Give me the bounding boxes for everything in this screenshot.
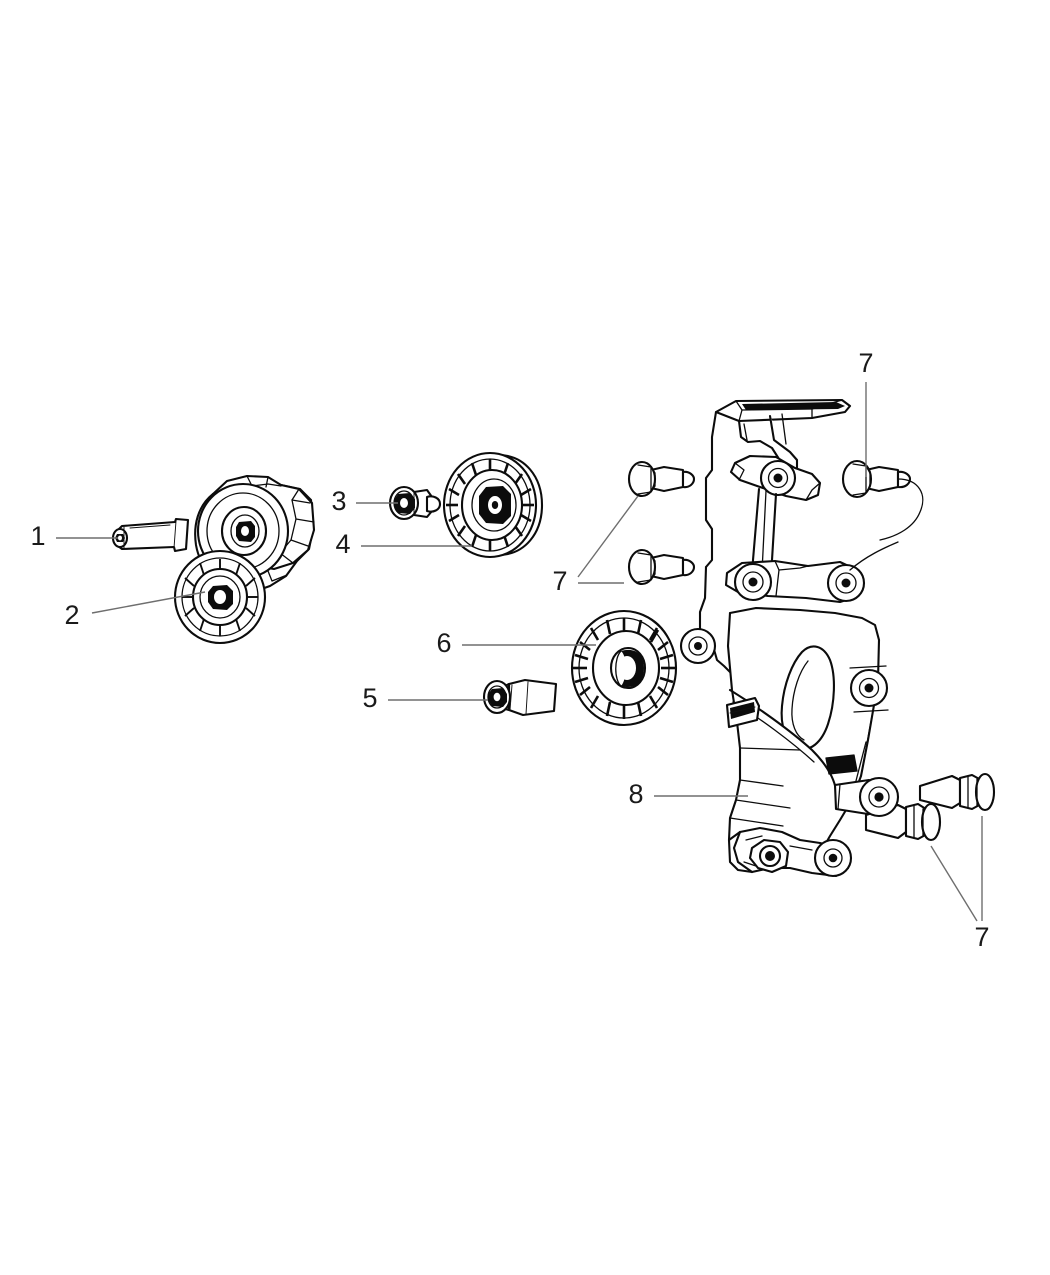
callout-7-upper: 7 <box>552 495 639 596</box>
callout-7-upper-number: 7 <box>552 566 567 596</box>
part-3-idler-bolt[interactable] <box>388 485 442 521</box>
part-6-idler-pulley-lower[interactable] <box>570 609 678 727</box>
callout-4: 4 <box>335 529 472 559</box>
part-1-tensioner-bolt[interactable] <box>111 517 190 553</box>
callout-1-number: 1 <box>30 521 45 551</box>
part-7-bolt-lower-a[interactable] <box>918 772 996 812</box>
part-4-idler-pulley[interactable] <box>442 451 544 559</box>
part-7-bolt-top[interactable] <box>841 459 912 499</box>
callout-7-top: 7 <box>858 348 874 477</box>
part-2-belt-tensioner[interactable] <box>173 474 316 645</box>
part-5-idler-bolt-lower[interactable] <box>482 678 558 717</box>
part-7-bolt-upper-b[interactable] <box>627 548 696 586</box>
callout-7-lower-number: 7 <box>974 922 989 952</box>
part-7-bolt-upper-a[interactable] <box>627 460 696 498</box>
callout-3: 3 <box>331 486 398 516</box>
callout-7-top-number: 7 <box>858 348 873 378</box>
callout-6: 6 <box>436 628 596 658</box>
callout-8-number: 8 <box>628 779 643 809</box>
callout-4-number: 4 <box>335 529 350 559</box>
callout-2-number: 2 <box>64 600 79 630</box>
pulley-grooves <box>182 559 258 636</box>
callout-5: 5 <box>362 683 488 713</box>
part-8-mounting-bracket[interactable] <box>679 398 924 878</box>
callout-5-number: 5 <box>362 683 377 713</box>
callout-6-number: 6 <box>436 628 451 658</box>
callout-1: 1 <box>30 521 118 551</box>
pulley-teeth-lower <box>572 618 676 719</box>
callout-layer: 1 2 3 4 5 6 <box>30 348 989 952</box>
callout-8: 8 <box>628 779 748 809</box>
pulley-teeth <box>446 459 534 551</box>
callout-7-lower: 7 <box>930 816 990 952</box>
callout-2: 2 <box>64 591 206 630</box>
callout-3-number: 3 <box>331 486 346 516</box>
